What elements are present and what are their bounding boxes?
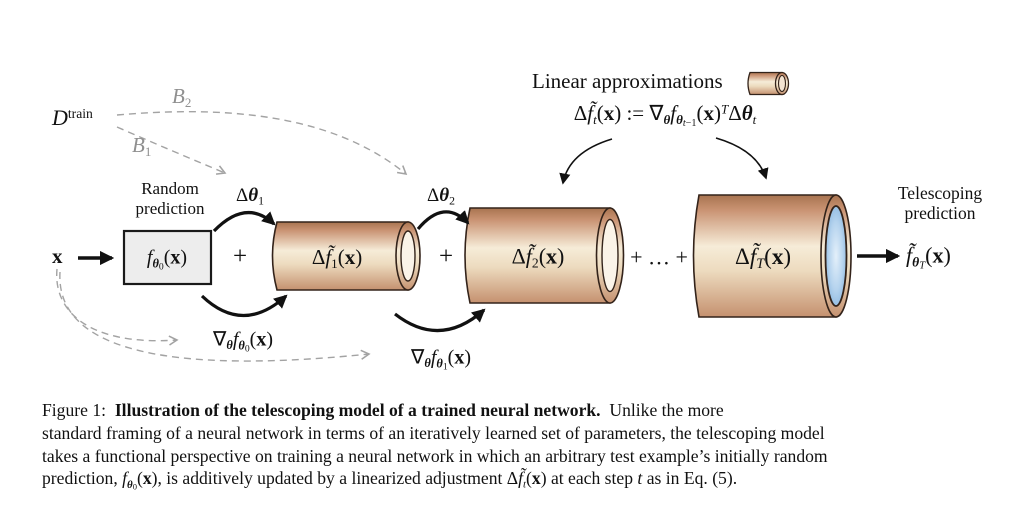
cylinder-icon-opening: [777, 74, 787, 93]
caption-line-2: standard framing of a neural network in …: [42, 422, 825, 443]
input-to-grad0-dashed-arrow: [56, 268, 179, 346]
plus-operator-2: +: [438, 242, 454, 270]
grad1-arc-arrow: [394, 308, 486, 333]
cylinder-T: [692, 194, 852, 318]
linear-approximations-title: Linear approximations: [532, 69, 723, 93]
caption-line-1: Figure 1: Illustration of the telescopin…: [42, 400, 724, 420]
output-prediction-label: f̃θT(x): [906, 242, 951, 272]
train-dataset-label: Dtrain: [52, 105, 93, 130]
plus-operator-1: +: [232, 242, 248, 270]
cylinder-2: [464, 207, 625, 304]
cylinder-2-label: Δf̃2(x): [511, 243, 565, 271]
cylinder-T-body: [692, 194, 837, 318]
cylinder-1-label: Δf̃1(x): [311, 244, 363, 271]
delta-theta2-label: Δθ2: [427, 185, 455, 208]
input-label: x: [52, 244, 63, 268]
cylinder-2-opening: [601, 218, 619, 293]
figure-caption: Figure 1: Illustration of the telescopin…: [42, 399, 994, 492]
grad0-arc-arrow: [200, 294, 288, 317]
initial-prediction-box: [122, 229, 213, 286]
batch2-dashed-arrow: [116, 110, 408, 175]
batch1-dashed-arrow: [116, 126, 227, 175]
input-to-grad1-dashed-arrow: [59, 271, 371, 362]
equation-to-cylinderT-arrow: [715, 137, 769, 180]
cylinder-1-body: [271, 221, 409, 291]
delta-theta1-arrow: [212, 210, 276, 233]
cylinder-T-label: Δf̃T(x): [735, 243, 791, 273]
delta-theta1-label: Δθ1: [236, 185, 264, 208]
grad0-label: ∇θfθ0(x): [213, 328, 273, 355]
telescope-lens: [824, 205, 848, 307]
batch1-label: B1: [132, 133, 152, 159]
cylinder-1-opening: [400, 230, 416, 282]
grad1-label: ∇θfθ1(x): [411, 346, 471, 373]
linear-approximation-equation: Δf̃t(x) := ∇θfθt−1(x)TΔθt: [573, 100, 757, 129]
cylinder-icon-body: [747, 71, 783, 96]
initial-prediction-label: fθ0(x): [146, 246, 188, 273]
cylinder-icon: [747, 71, 790, 96]
plus-dots-operator: + … +: [630, 244, 688, 270]
caption-line-4: prediction, fθ0(x), is additively update…: [42, 468, 738, 492]
caption-line-3: takes a functional perspective on traini…: [42, 445, 828, 466]
cylinder-1: [271, 221, 421, 291]
equation-to-cylinder2-arrow: [559, 138, 613, 185]
batch2-label: B2: [172, 84, 192, 110]
delta-theta2-arrow: [416, 210, 470, 231]
